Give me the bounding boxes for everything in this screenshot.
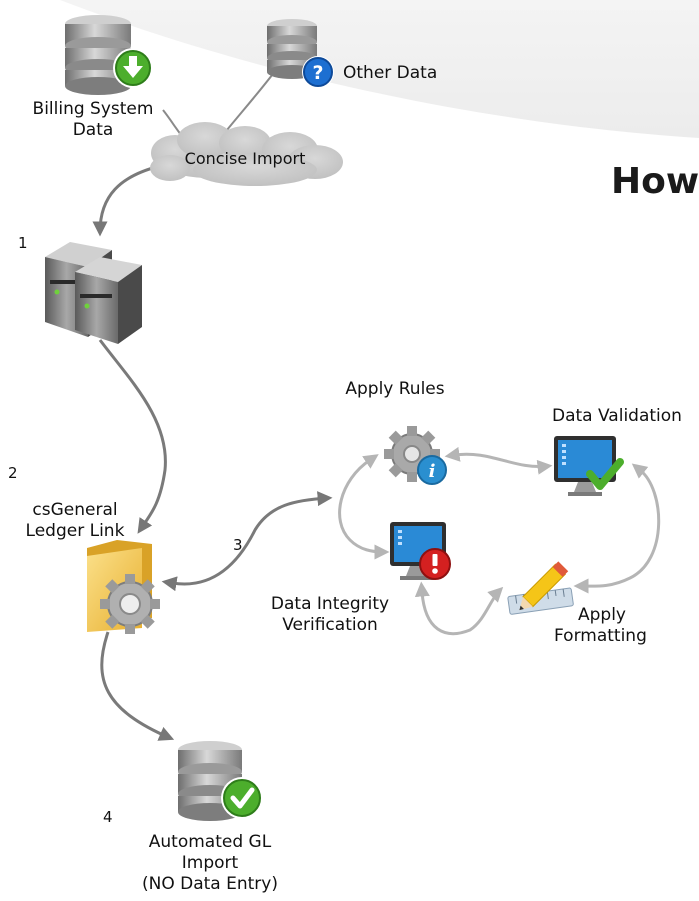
- data-validation-label: Data Validation: [552, 406, 682, 426]
- svg-text:i: i: [429, 461, 436, 482]
- formatting-label-line1: Apply: [578, 605, 626, 625]
- page-heading: How: [611, 161, 699, 202]
- step-number-4: 4: [103, 808, 113, 826]
- database-check-icon: [178, 741, 263, 821]
- other-data-label: Other Data: [343, 63, 438, 83]
- arrow-cloud-to-server: [92, 164, 161, 237]
- apply-rules-label: Apply Rules: [345, 379, 445, 399]
- pencil-ruler-icon: [507, 561, 574, 615]
- concise-import-cloud: [150, 122, 343, 186]
- cycle-arrow-integrity-formatting: [414, 581, 504, 636]
- csgl-label-line2: Ledger Link: [25, 521, 125, 541]
- arrow-folder-to-gl: [100, 631, 175, 741]
- monitor-alert-icon: [390, 522, 451, 580]
- billing-label-line1: Billing System: [32, 99, 154, 119]
- csgl-label-line1: csGeneral: [32, 500, 118, 520]
- step-number-2: 2: [8, 464, 18, 482]
- step-number-3: 3: [233, 536, 243, 554]
- database-help-icon: ?: [267, 19, 334, 88]
- gear-info-icon: i: [384, 426, 447, 485]
- gl-label-line1: Automated GL: [148, 832, 272, 852]
- cycle-arrow-rules-validation: [444, 446, 553, 475]
- arrow-folder-cycle: [161, 491, 333, 592]
- step-number-1: 1: [18, 234, 28, 252]
- svg-text:?: ?: [312, 62, 323, 84]
- gl-label-line3: (NO Data Entry): [142, 874, 278, 894]
- cycle-arrow-rules-integrity: [338, 454, 390, 560]
- folder-gear-icon: [87, 540, 160, 634]
- cloud-label: Concise Import: [184, 149, 306, 168]
- arrow-server-to-folder: [98, 339, 167, 534]
- integrity-label-line1: Data Integrity: [270, 594, 390, 614]
- billing-label-line2: Data: [72, 120, 114, 140]
- background-swoosh: [60, 0, 699, 138]
- database-download-icon: [65, 15, 153, 95]
- cycle-arrow-validation-formatting: [573, 463, 661, 594]
- integrity-label-line2: Verification: [282, 615, 378, 635]
- server-icon: [45, 242, 142, 344]
- monitor-check-icon: [554, 436, 624, 496]
- formatting-label-line2: Formatting: [554, 626, 647, 646]
- gl-label-line2: Import: [181, 853, 239, 873]
